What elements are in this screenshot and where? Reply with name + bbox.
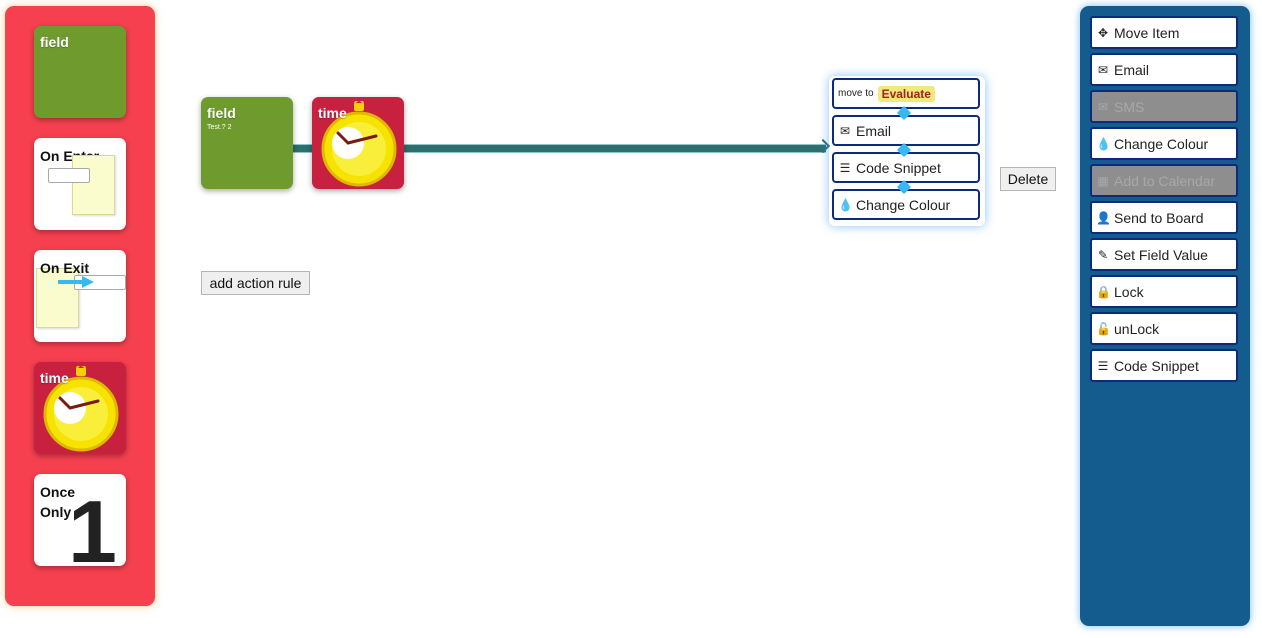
action-label: Lock <box>1114 283 1144 300</box>
arrow-right-icon <box>58 276 94 288</box>
action-add-to-calendar[interactable]: ▦ Add to Calendar <box>1090 164 1238 197</box>
rule-move-prefix: move to <box>838 88 874 99</box>
stopwatch-icon <box>321 101 397 187</box>
action-label: Change Colour <box>1114 135 1209 152</box>
actions-panel: ✥ Move Item ✉ Email ✉ SMS 💧 Change Colou… <box>1080 6 1250 626</box>
user-icon: 👤 <box>1096 210 1111 225</box>
palette-on-enter-tile[interactable]: On Enter <box>34 138 126 230</box>
code-icon: ☰ <box>1097 358 1109 373</box>
palette-field-label: field <box>40 34 69 50</box>
action-label: Email <box>1114 61 1150 78</box>
envelope-icon: ✉ <box>1097 62 1109 77</box>
edit-icon: ✎ <box>1097 247 1109 262</box>
action-email[interactable]: ✉ Email <box>1090 53 1238 86</box>
canvas-field-sub: Test.? 2 <box>207 124 232 131</box>
unlock-icon: 🔓 <box>1096 321 1111 336</box>
action-rule-stack: move to Evaluate ✉ Email ☰ Code Snippet … <box>829 76 985 226</box>
canvas-time-label: time <box>318 105 347 121</box>
trigger-palette: field On Enter On Exit time Once Only 1 <box>5 6 155 606</box>
action-send-to-board[interactable]: 👤 Send to Board <box>1090 201 1238 234</box>
palette-time-tile[interactable]: time <box>34 362 126 454</box>
palette-once-only-tile[interactable]: Once Only 1 <box>34 474 126 566</box>
rule-email[interactable]: ✉ Email <box>832 115 980 146</box>
stage-badge: Evaluate <box>877 85 935 102</box>
sticky-note-icon <box>72 155 115 215</box>
palette-once-label: Once <box>40 484 76 500</box>
action-lock[interactable]: 🔒 Lock <box>1090 275 1238 308</box>
card-bar-icon <box>48 168 90 183</box>
rule-code-snippet[interactable]: ☰ Code Snippet <box>832 152 980 183</box>
calendar-icon: ▦ <box>1097 173 1109 188</box>
rule-code-snippet-label: Code Snippet <box>856 159 941 176</box>
palette-time-label: time <box>40 370 69 386</box>
action-label: Set Field Value <box>1114 246 1208 263</box>
envelope-icon: ✉ <box>839 123 851 138</box>
rule-move-to[interactable]: move to Evaluate <box>832 78 980 109</box>
canvas-field-label: field <box>207 105 236 121</box>
drop-icon: 💧 <box>1096 136 1111 151</box>
action-label: SMS <box>1114 98 1145 115</box>
move-icon: ✥ <box>1097 25 1109 40</box>
palette-field-tile[interactable]: field <box>34 26 126 118</box>
action-change-colour[interactable]: 💧 Change Colour <box>1090 127 1238 160</box>
add-action-rule-button[interactable]: add action rule <box>201 271 310 295</box>
drop-icon: 💧 <box>838 197 853 212</box>
action-label: Code Snippet <box>1114 357 1199 374</box>
canvas-time-tile[interactable]: time <box>312 97 404 189</box>
once-only-number: 1 <box>68 482 117 567</box>
rule-change-colour-label: Change Colour <box>856 196 951 213</box>
action-label: Add to Calendar <box>1114 172 1216 189</box>
envelope-outline-icon: ✉ <box>1097 99 1109 114</box>
action-unlock[interactable]: 🔓 unLock <box>1090 312 1238 345</box>
lock-icon: 🔒 <box>1096 284 1111 299</box>
canvas-field-tile[interactable]: field Test.? 2 <box>201 97 293 189</box>
action-label: Send to Board <box>1114 209 1204 226</box>
action-label: unLock <box>1114 320 1160 337</box>
palette-on-exit-tile[interactable]: On Exit <box>34 250 126 342</box>
delete-button[interactable]: Delete <box>1000 167 1056 191</box>
sticky-note-icon <box>36 268 79 328</box>
action-move-item[interactable]: ✥ Move Item <box>1090 16 1238 49</box>
code-icon: ☰ <box>839 160 851 175</box>
rule-email-label: Email <box>856 122 892 139</box>
action-label: Move Item <box>1114 24 1180 41</box>
action-sms[interactable]: ✉ SMS <box>1090 90 1238 123</box>
action-set-field-value[interactable]: ✎ Set Field Value <box>1090 238 1238 271</box>
rule-change-colour[interactable]: 💧 Change Colour <box>832 189 980 220</box>
rule-connector-line <box>293 144 826 153</box>
stopwatch-icon <box>43 366 119 452</box>
palette-only-label: Only <box>40 504 72 520</box>
palette-on-exit-label: On Exit <box>40 260 90 276</box>
action-code-snippet[interactable]: ☰ Code Snippet <box>1090 349 1238 382</box>
